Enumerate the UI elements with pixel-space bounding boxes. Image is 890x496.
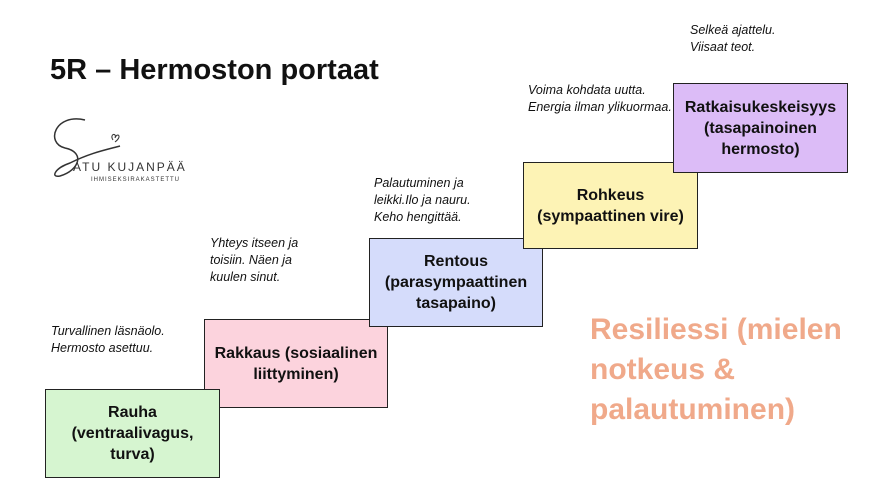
signature-logo-icon: ATU KUJANPÄÄ IHMISEKSIRAKASTETTU — [54, 118, 187, 183]
step-ratkaisukeskeisyys: Ratkaisukeskeisyys (tasapainoinen hermos… — [673, 83, 848, 173]
step-rentous: Rentous (parasympaattinen tasapaino) — [369, 238, 543, 327]
note-rauha: Turvallinen läsnäolo. Hermosto asettuu. — [51, 324, 165, 355]
slide-title: 5R – Hermoston portaat — [50, 54, 379, 86]
step-rakkaus: Rakkaus (sosiaalinen liittyminen) — [204, 319, 388, 408]
note-rentous: Palautuminen ja leikki.Ilo ja nauru. Keh… — [374, 176, 471, 224]
note-rohkeus: Voima kohdata uutta. Energia ilman yliku… — [528, 83, 672, 114]
svg-text:ATU KUJANPÄÄ: ATU KUJANPÄÄ — [73, 160, 187, 174]
step-rohkeus: Rohkeus (sympaattinen vire) — [523, 162, 698, 249]
svg-text:IHMISEKSIRAKASTETTU: IHMISEKSIRAKASTETTU — [91, 177, 180, 183]
logo: ATU KUJANPÄÄ IHMISEKSIRAKASTETTU — [45, 108, 215, 183]
resilience-text: Resiliessi (mielen notkeus & palautumine… — [590, 313, 842, 426]
note-ratkaisukeskeisyys: Selkeä ajattelu. Viisaat teot. — [690, 23, 776, 54]
note-rakkaus: Yhteys itseen ja toisiin. Näen ja kuulen… — [210, 236, 299, 284]
step-rauha: Rauha (ventraalivagus, turva) — [45, 389, 220, 478]
